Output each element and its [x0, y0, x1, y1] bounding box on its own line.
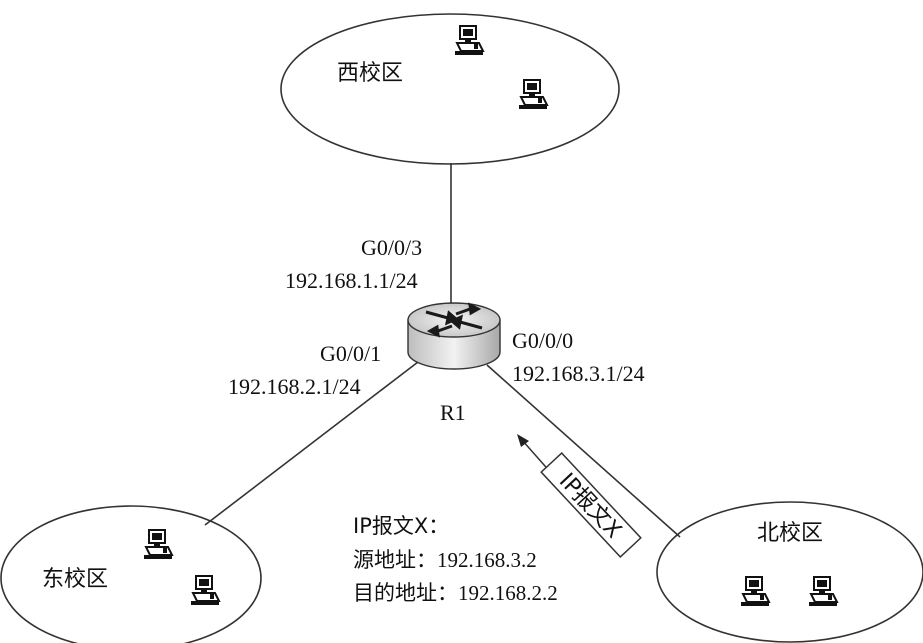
campus-west-ellipse [280, 13, 620, 165]
pc-icon [808, 576, 838, 607]
interface-g003-ip: 192.168.1.1/24 [285, 268, 418, 293]
pc-icon [190, 575, 220, 606]
packet-dst-label: 目的地址： [353, 581, 458, 605]
link-north [486, 364, 681, 538]
packet-dst-line: 目的地址：192.168.2.2 [353, 581, 558, 605]
packet-dst-value: 192.168.2.2 [458, 581, 558, 605]
packet-tag: IP报文X [540, 451, 642, 559]
interface-g000-name: G0/0/0 [512, 328, 573, 353]
campus-east-ellipse [0, 505, 262, 643]
packet-title: IP报文X： [353, 514, 449, 538]
campus-north-ellipse [656, 501, 923, 643]
pc-icon [518, 79, 548, 110]
campus-north-label: 北校区 [757, 521, 823, 546]
interface-g003-name: G0/0/3 [361, 235, 422, 260]
pc-icon [454, 25, 484, 56]
router-icon [407, 302, 501, 370]
interface-g001-name: G0/0/1 [320, 341, 381, 366]
campus-west-label: 西校区 [337, 61, 403, 86]
packet-src-line: 源地址：192.168.3.2 [353, 548, 537, 572]
router-name: R1 [440, 400, 466, 425]
interface-g000-ip: 192.168.3.1/24 [512, 361, 645, 386]
pc-icon [143, 529, 173, 560]
pc-icon [740, 576, 770, 607]
campus-east-label: 东校区 [42, 567, 108, 592]
packet-src-label: 源地址： [353, 548, 437, 572]
link-east [204, 361, 419, 526]
packet-src-value: 192.168.3.2 [437, 548, 537, 572]
interface-g001-ip: 192.168.2.1/24 [228, 374, 361, 399]
